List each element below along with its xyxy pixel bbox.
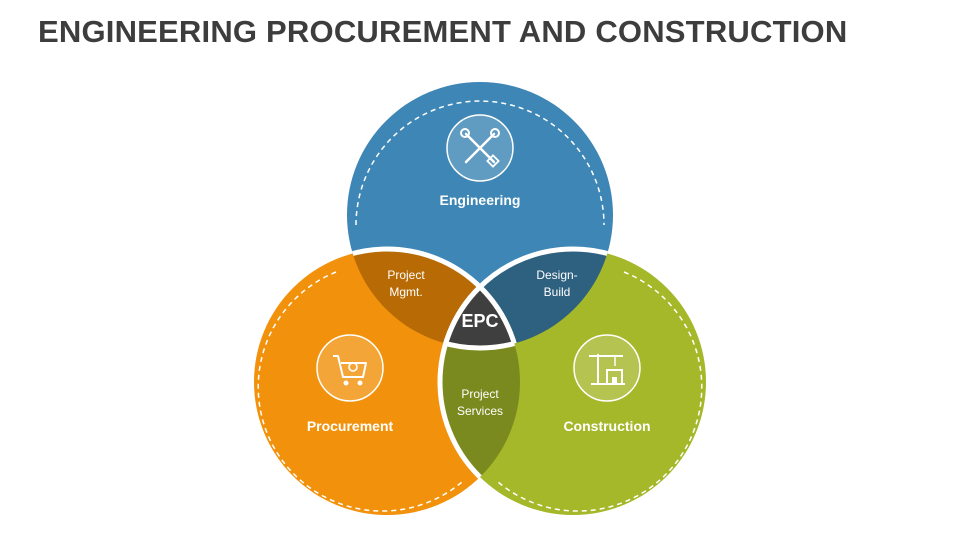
design-build-label-line1: Design- <box>536 268 577 282</box>
engineering-label: Engineering <box>440 192 521 208</box>
page-title: ENGINEERING PROCUREMENT AND CONSTRUCTION <box>38 14 848 49</box>
engineering-dashed-ring <box>355 100 605 226</box>
design-build-label-line2: Build <box>544 285 571 299</box>
shopping-cart-gear-icon <box>316 334 384 402</box>
construction-dashed-ring <box>497 271 703 512</box>
project-mgmt-label-line2: Mgmt. <box>389 285 422 299</box>
design-build-overlap <box>437 246 613 348</box>
procurement-dashed-ring <box>257 271 463 512</box>
wrench-screwdriver-icon <box>446 114 514 182</box>
crane-building-icon <box>573 334 641 402</box>
project-mgmt-label-line1: Project <box>387 268 425 282</box>
project-mgmt-overlap <box>347 246 523 348</box>
project-services-label-line2: Services <box>457 404 503 418</box>
procurement-label: Procurement <box>307 418 394 434</box>
construction-label: Construction <box>563 418 650 434</box>
project-services-label-line1: Project <box>461 387 499 401</box>
epc-label: EPC <box>461 311 498 331</box>
